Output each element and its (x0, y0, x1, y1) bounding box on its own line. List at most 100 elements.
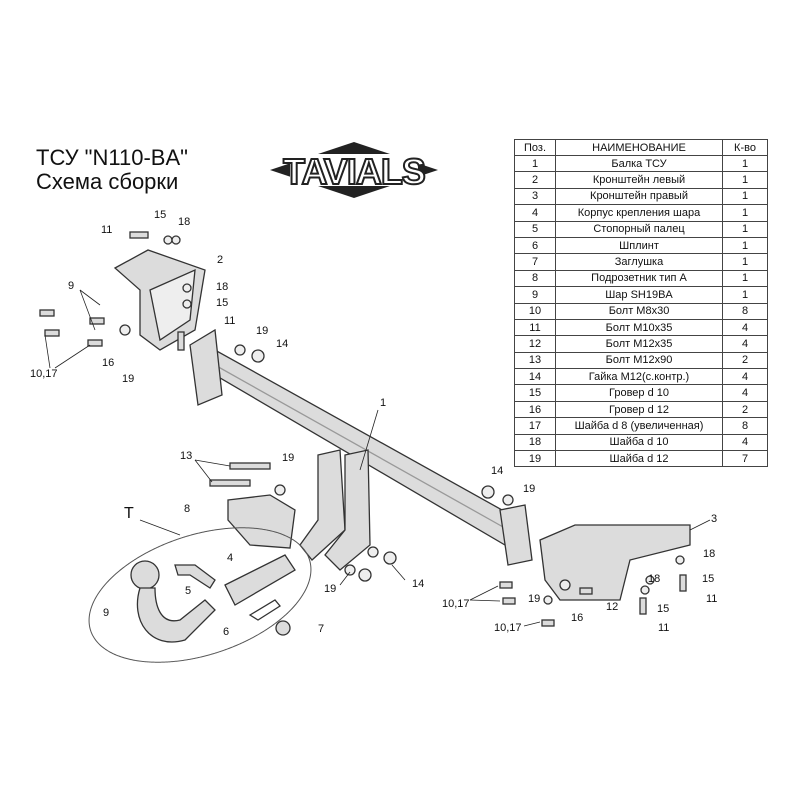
cell-quantity: 1 (722, 171, 768, 189)
header-quantity: К-во (722, 139, 768, 156)
cell-quantity: 1 (722, 204, 768, 222)
callout-18: 18 (216, 281, 229, 293)
cell-name: Шплинт (555, 236, 723, 255)
callout-3: 3 (711, 513, 718, 525)
callout-10-17: 10,17 (494, 622, 522, 634)
ball-assembly-outline (88, 527, 312, 663)
cell-name: Шар SH19BA (555, 286, 723, 304)
callout-16: 16 (102, 357, 115, 369)
cell-quantity: 4 (722, 368, 768, 386)
cell-name: Кронштейн правый (555, 187, 723, 206)
callout-10-17: 10,17 (30, 368, 58, 380)
cell-position: 13 (514, 351, 556, 370)
cell-quantity: 4 (722, 318, 768, 337)
left-end-plate (189, 328, 223, 406)
svg-text:TAVIALS: TAVIALS (283, 151, 425, 192)
bolts (39, 231, 687, 627)
cell-position: 2 (514, 171, 556, 189)
cell-name: Корпус крепления шара (555, 204, 723, 222)
cell-quantity: 8 (722, 417, 768, 435)
cotter-pin (248, 599, 281, 621)
cell-name: Гровер d 12 (555, 400, 723, 419)
callout-11: 11 (224, 315, 236, 327)
callout-19: 19 (528, 593, 541, 605)
callout-19: 19 (324, 583, 337, 595)
cell-quantity: 1 (722, 220, 768, 238)
cell-quantity: 1 (722, 286, 768, 304)
callout-11: 11 (101, 224, 113, 236)
ball-housing (224, 554, 296, 606)
callout-15: 15 (657, 603, 670, 615)
callout-12: 12 (606, 601, 619, 613)
cell-name: Шайба d 10 (555, 433, 723, 452)
cell-name: Болт M8x30 (555, 302, 723, 320)
locking-pin (174, 564, 216, 589)
cell-quantity: 1 (722, 253, 768, 271)
callout-11: 11 (658, 622, 670, 634)
cell-quantity: 2 (722, 351, 768, 370)
callout-19: 19 (523, 483, 536, 495)
cell-name: Заглушка (555, 253, 723, 271)
cell-name: Стопорный палец (555, 220, 723, 238)
cell-name: Кронштейн левый (555, 171, 723, 189)
callout-T: T (124, 505, 134, 522)
cell-name: Гайка M12(с.контр.) (555, 368, 723, 386)
right-bracket (539, 524, 691, 601)
cell-name: Гровер d 10 (555, 384, 723, 402)
cell-name: Шайба d 12 (555, 450, 723, 468)
callout-2: 2 (217, 254, 224, 266)
cell-position: 17 (514, 417, 556, 435)
cell-position: 5 (514, 220, 556, 238)
cell-quantity: 4 (722, 433, 768, 452)
cell-position: 9 (514, 286, 556, 304)
callout-4: 4 (227, 552, 234, 564)
callout-13: 13 (180, 450, 193, 462)
callout-8: 8 (184, 503, 191, 515)
center-plate-left (299, 449, 346, 561)
callout-15: 15 (702, 573, 715, 585)
cell-position: 7 (514, 253, 556, 271)
cell-quantity: 4 (722, 384, 768, 402)
cell-quantity: 1 (722, 154, 768, 173)
cell-name: Болт M12x90 (555, 351, 723, 370)
callout-19: 19 (122, 373, 135, 385)
cell-position: 15 (514, 384, 556, 402)
cell-name: Балка ТСУ (555, 154, 723, 173)
cell-quantity: 1 (722, 236, 768, 255)
cell-position: 1 (514, 154, 556, 173)
cell-name: Шайба d 8 (увеличенная) (555, 417, 723, 435)
callout-9: 9 (103, 607, 110, 619)
cell-position: 6 (514, 236, 556, 255)
callout-16: 16 (571, 612, 584, 624)
cell-position: 16 (514, 400, 556, 419)
callout-18: 18 (703, 548, 716, 560)
cell-position: 11 (514, 318, 556, 337)
scheme-subtitle: Схема сборки (36, 169, 179, 194)
cell-position: 4 (514, 204, 556, 222)
cell-quantity: 2 (722, 400, 768, 419)
cell-name: Болт M12x35 (555, 335, 723, 353)
callout-9: 9 (68, 280, 75, 292)
cell-quantity: 1 (722, 187, 768, 206)
callout-15: 15 (154, 209, 167, 221)
callout-11: 11 (706, 593, 718, 605)
cell-position: 8 (514, 269, 556, 288)
